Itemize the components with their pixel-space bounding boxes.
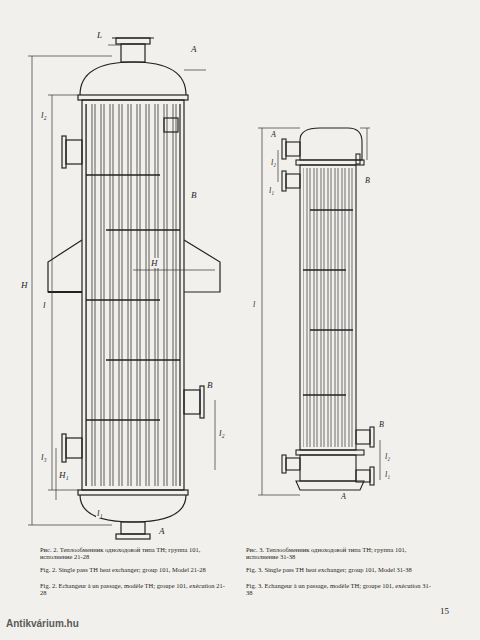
dimension-label: B bbox=[190, 190, 198, 200]
page-number: 15 bbox=[440, 606, 449, 616]
dimension-label: l₂ bbox=[384, 452, 391, 461]
dimension-label: B bbox=[378, 420, 385, 429]
dimension-label: l₂ bbox=[218, 428, 226, 438]
left-exchanger bbox=[48, 38, 220, 539]
caption-line: Fig. 2. Single pass TH heat exchanger; g… bbox=[40, 566, 230, 573]
dimension-label: B bbox=[206, 380, 214, 390]
dimension-label: A bbox=[340, 492, 347, 501]
dimension-label: A bbox=[158, 526, 166, 536]
dimension-label: A bbox=[270, 130, 277, 139]
dimension-label: A bbox=[190, 44, 198, 54]
caption-line: Рис. 2. Теплообменник одноходовой типа Т… bbox=[40, 546, 230, 561]
caption-line: Рис. 3. Теплообменник одноходовой типа Т… bbox=[246, 546, 436, 561]
dimension-label: H₁ bbox=[58, 470, 70, 480]
dimension-label: l bbox=[252, 300, 256, 309]
dimension-label: l₁ bbox=[96, 508, 104, 518]
caption-line: Fig. 3. Echangeur à un passage, modèle T… bbox=[246, 582, 436, 597]
dimension-label: L bbox=[96, 30, 103, 40]
dimension-label: l₁ bbox=[384, 470, 391, 479]
dimension-label: H bbox=[20, 280, 29, 290]
dimension-label: l₂ bbox=[270, 158, 277, 167]
dimension-label: H bbox=[150, 258, 159, 268]
right-exchanger bbox=[282, 128, 374, 490]
dimension-label: l₁ bbox=[268, 186, 275, 195]
dimension-label: l₃ bbox=[40, 452, 48, 462]
dimension-label: l bbox=[42, 300, 47, 310]
left-dimensions bbox=[28, 45, 215, 525]
dimension-label: B bbox=[364, 176, 371, 185]
caption-line: Fig. 2. Echangeur à un passage, modèle T… bbox=[40, 582, 230, 597]
caption-line: Fig. 3. Single pass TH heat exchanger; g… bbox=[246, 566, 436, 573]
watermark: Antikvárium.hu bbox=[6, 618, 79, 630]
dimension-label: l₂ bbox=[40, 110, 48, 120]
right-dimensions bbox=[258, 128, 380, 495]
